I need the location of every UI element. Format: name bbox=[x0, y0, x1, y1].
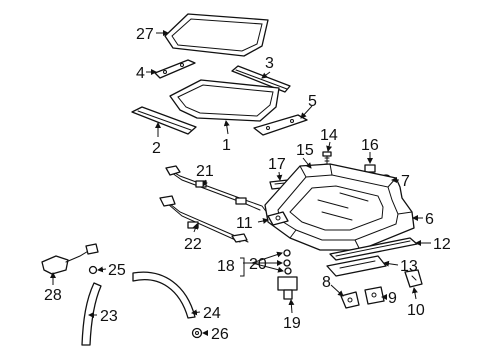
callout-6: 6 bbox=[425, 211, 434, 228]
callout-25: 25 bbox=[108, 262, 126, 279]
part-11-bracket bbox=[267, 211, 289, 226]
part-5-rear-rail bbox=[253, 114, 308, 136]
callout-28: 28 bbox=[44, 287, 62, 304]
part-10-hook bbox=[404, 269, 423, 288]
callout-26: 26 bbox=[211, 326, 229, 343]
part-26-grommet bbox=[191, 327, 203, 339]
callout-1: 1 bbox=[222, 137, 231, 154]
part-24-drain-hose bbox=[132, 271, 196, 319]
callout-10: 10 bbox=[407, 302, 425, 319]
callout-12: 12 bbox=[433, 236, 451, 253]
part-28-harness bbox=[41, 243, 99, 275]
part-2-side-rail bbox=[131, 106, 197, 135]
callout-21: 21 bbox=[196, 163, 214, 180]
callout-18-20-bracket bbox=[240, 257, 245, 277]
callout-20: 20 bbox=[249, 256, 267, 273]
part-9-clip bbox=[364, 286, 385, 305]
callout-2: 2 bbox=[152, 140, 161, 157]
part-21-drive-cable bbox=[165, 165, 269, 215]
callout-5: 5 bbox=[308, 93, 317, 110]
callout-7: 7 bbox=[401, 173, 410, 190]
part-14-bolt bbox=[322, 151, 332, 167]
callout-24: 24 bbox=[203, 305, 221, 322]
part-25-plug bbox=[88, 265, 98, 275]
part-8-clip bbox=[340, 291, 360, 309]
callout-23: 23 bbox=[100, 308, 118, 325]
callout-4: 4 bbox=[136, 65, 145, 82]
part-23-drain-hose bbox=[81, 282, 102, 346]
part-19-motor bbox=[277, 276, 298, 300]
callout-8: 8 bbox=[322, 274, 331, 291]
part-4-bracket bbox=[154, 59, 196, 79]
part-1-glass-frame bbox=[169, 79, 280, 122]
part-6-housing-frame bbox=[264, 163, 415, 251]
callout-18: 18 bbox=[217, 258, 235, 275]
part-3-rail bbox=[231, 65, 291, 93]
part-20-screws bbox=[283, 249, 292, 275]
callout-labels: 27 4 3 1 2 5 14 15 16 7 17 21 11 6 22 12… bbox=[44, 26, 451, 343]
callout-22: 22 bbox=[184, 236, 202, 253]
callout-16: 16 bbox=[361, 137, 379, 154]
callout-11: 11 bbox=[236, 215, 253, 232]
part-27-glass-panel bbox=[164, 13, 269, 57]
callout-19: 19 bbox=[283, 315, 301, 332]
callout-13: 13 bbox=[400, 258, 418, 275]
callout-3: 3 bbox=[265, 55, 274, 72]
part-22-drive-cable bbox=[159, 195, 249, 243]
leader-lines bbox=[50, 30, 431, 336]
callout-15: 15 bbox=[296, 142, 314, 159]
callout-9: 9 bbox=[388, 290, 397, 307]
callout-14: 14 bbox=[320, 127, 338, 144]
callout-27: 27 bbox=[136, 26, 154, 43]
callout-17: 17 bbox=[268, 156, 286, 173]
